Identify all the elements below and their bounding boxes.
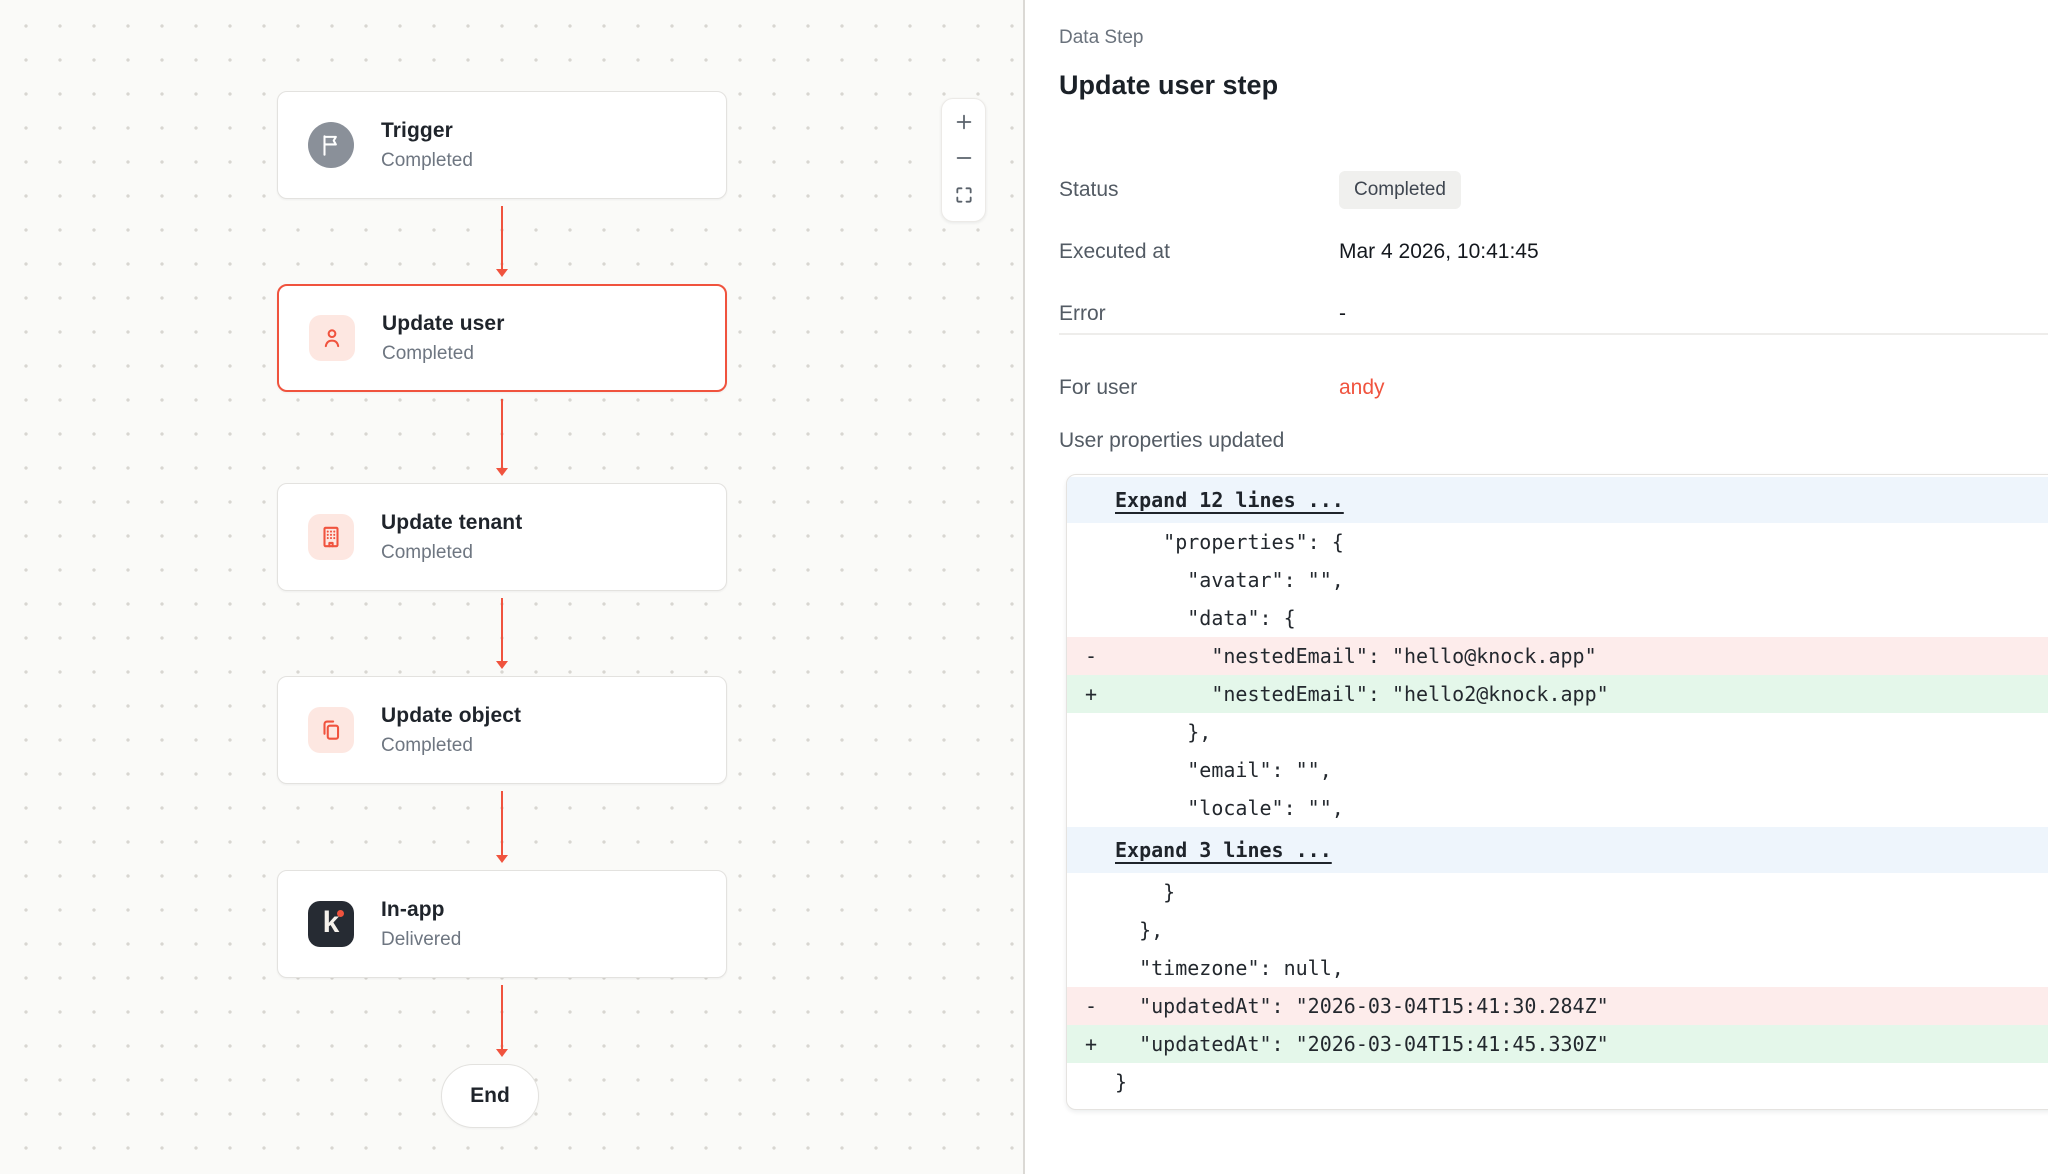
diff-code: } — [1115, 880, 1176, 904]
diff-code: "nestedEmail": "hello2@knock.app" — [1115, 682, 1609, 706]
diff-code: "locale": "", — [1115, 796, 1344, 820]
diff-line-add: + "nestedEmail": "hello2@knock.app" — [1067, 675, 2048, 713]
field-label: Error — [1059, 302, 1106, 325]
node-status: Completed — [381, 149, 473, 171]
expand-lines-link[interactable]: Expand 12 lines ... — [1115, 488, 1344, 512]
node-status: Completed — [381, 541, 473, 563]
edge-arrow — [496, 791, 508, 863]
workflow-end-node: End — [441, 1064, 539, 1128]
building-icon — [308, 514, 354, 560]
fit-view-icon — [954, 185, 974, 208]
diff-code: "data": { — [1115, 606, 1296, 630]
panel-divider — [1023, 0, 1025, 1174]
node-title: In-app — [381, 897, 445, 921]
diff-expand-row: Expand 12 lines ... — [1067, 477, 2048, 523]
diff-code: }, — [1115, 918, 1164, 942]
diff-expand-row: Expand 3 lines ... — [1067, 827, 2048, 873]
properties-diff-block: Expand 12 lines ... "properties": { "ava… — [1066, 474, 2048, 1110]
zoom-in-button[interactable] — [942, 105, 985, 141]
diff-code: "updatedAt": "2026-03-04T15:41:45.330Z" — [1115, 1032, 1609, 1056]
diff-code: "properties": { — [1115, 530, 1344, 554]
fit-view-button[interactable] — [942, 179, 985, 215]
copy-icon — [308, 707, 354, 753]
step-fields: Status Completed Executed at Mar 4 2026,… — [1059, 166, 2048, 352]
page-title: Update user step — [1059, 70, 1279, 100]
diff-line-context: } — [1067, 1063, 2048, 1101]
diff-code: "avatar": "", — [1115, 568, 1344, 592]
diff-line-context: "avatar": "", — [1067, 561, 2048, 599]
step-type-label: Data Step — [1059, 27, 1144, 48]
edge-arrow — [496, 206, 508, 277]
diff-code: }, — [1115, 720, 1212, 744]
edge-arrow — [496, 598, 508, 669]
node-title: Update tenant — [381, 510, 523, 534]
node-title: Trigger — [381, 118, 453, 142]
node-status: Completed — [381, 734, 473, 756]
diff-code: "email": "", — [1115, 758, 1332, 782]
diff-line-context: "timezone": null, — [1067, 949, 2048, 987]
for-user-row: For user andy — [1059, 364, 2048, 412]
workflow-node[interactable]: k In-app Delivered — [277, 870, 727, 978]
diff-line-context: "email": "", — [1067, 751, 2048, 789]
field-row: Error - — [1059, 290, 2048, 338]
field-value: Mar 4 2026, 10:41:45 — [1339, 240, 1539, 263]
zoom-out-button[interactable] — [942, 142, 985, 178]
field-label: Executed at — [1059, 240, 1170, 263]
for-user-label: For user — [1059, 376, 1138, 399]
node-status: Completed — [382, 342, 474, 364]
diff-line-del: - "updatedAt": "2026-03-04T15:41:30.284Z… — [1067, 987, 2048, 1025]
node-status: Delivered — [381, 928, 462, 950]
field-value: - — [1339, 302, 1346, 325]
diff-marker: + — [1085, 1032, 1098, 1056]
status-badge: Completed — [1339, 171, 1461, 209]
diff-line-context: "locale": "", — [1067, 789, 2048, 827]
diff-code: "nestedEmail": "hello@knock.app" — [1115, 644, 1597, 668]
minus-icon — [953, 147, 975, 172]
knock-logo-icon: k — [308, 901, 354, 947]
diff-line-context: } — [1067, 873, 2048, 911]
diff-line-del: - "nestedEmail": "hello@knock.app" — [1067, 637, 2048, 675]
diff-section-title: User properties updated — [1059, 429, 1285, 452]
diff-marker: + — [1085, 682, 1098, 706]
diff-marker: - — [1085, 644, 1098, 668]
section-divider — [1059, 333, 2048, 335]
edge-arrow — [496, 399, 508, 476]
step-detail-panel: Data Step Update user step Status Comple… — [1025, 0, 2048, 1174]
edge-arrow — [496, 985, 508, 1057]
diff-line-context: }, — [1067, 713, 2048, 751]
user-icon — [309, 315, 355, 361]
diff-code: } — [1115, 1070, 1128, 1094]
diff-marker: - — [1085, 994, 1098, 1018]
field-label: Status — [1059, 178, 1119, 201]
diff-code: "timezone": null, — [1115, 956, 1344, 980]
diff-line-context: }, — [1067, 911, 2048, 949]
workflow-canvas[interactable]: End Trigger Completed Update user Comple… — [0, 0, 1024, 1174]
expand-lines-link[interactable]: Expand 3 lines ... — [1115, 838, 1332, 862]
diff-line-add: + "updatedAt": "2026-03-04T15:41:45.330Z… — [1067, 1025, 2048, 1063]
flag-icon — [308, 122, 354, 168]
workflow-node[interactable]: Trigger Completed — [277, 91, 727, 199]
diff-line-context: "properties": { — [1067, 523, 2048, 561]
node-title: Update object — [381, 703, 522, 727]
diff-line-context: "data": { — [1067, 599, 2048, 637]
workflow-node[interactable]: Update tenant Completed — [277, 483, 727, 591]
workflow-node[interactable]: Update object Completed — [277, 676, 727, 784]
node-title: Update user — [382, 311, 505, 335]
workflow-node[interactable]: Update user Completed — [277, 284, 727, 392]
diff-code: "updatedAt": "2026-03-04T15:41:30.284Z" — [1115, 994, 1609, 1018]
plus-icon — [953, 111, 975, 136]
field-row: Status Completed — [1059, 166, 2048, 214]
canvas-zoom-toolbar — [941, 98, 986, 222]
for-user-link[interactable]: andy — [1339, 376, 1385, 399]
field-row: Executed at Mar 4 2026, 10:41:45 — [1059, 228, 2048, 276]
